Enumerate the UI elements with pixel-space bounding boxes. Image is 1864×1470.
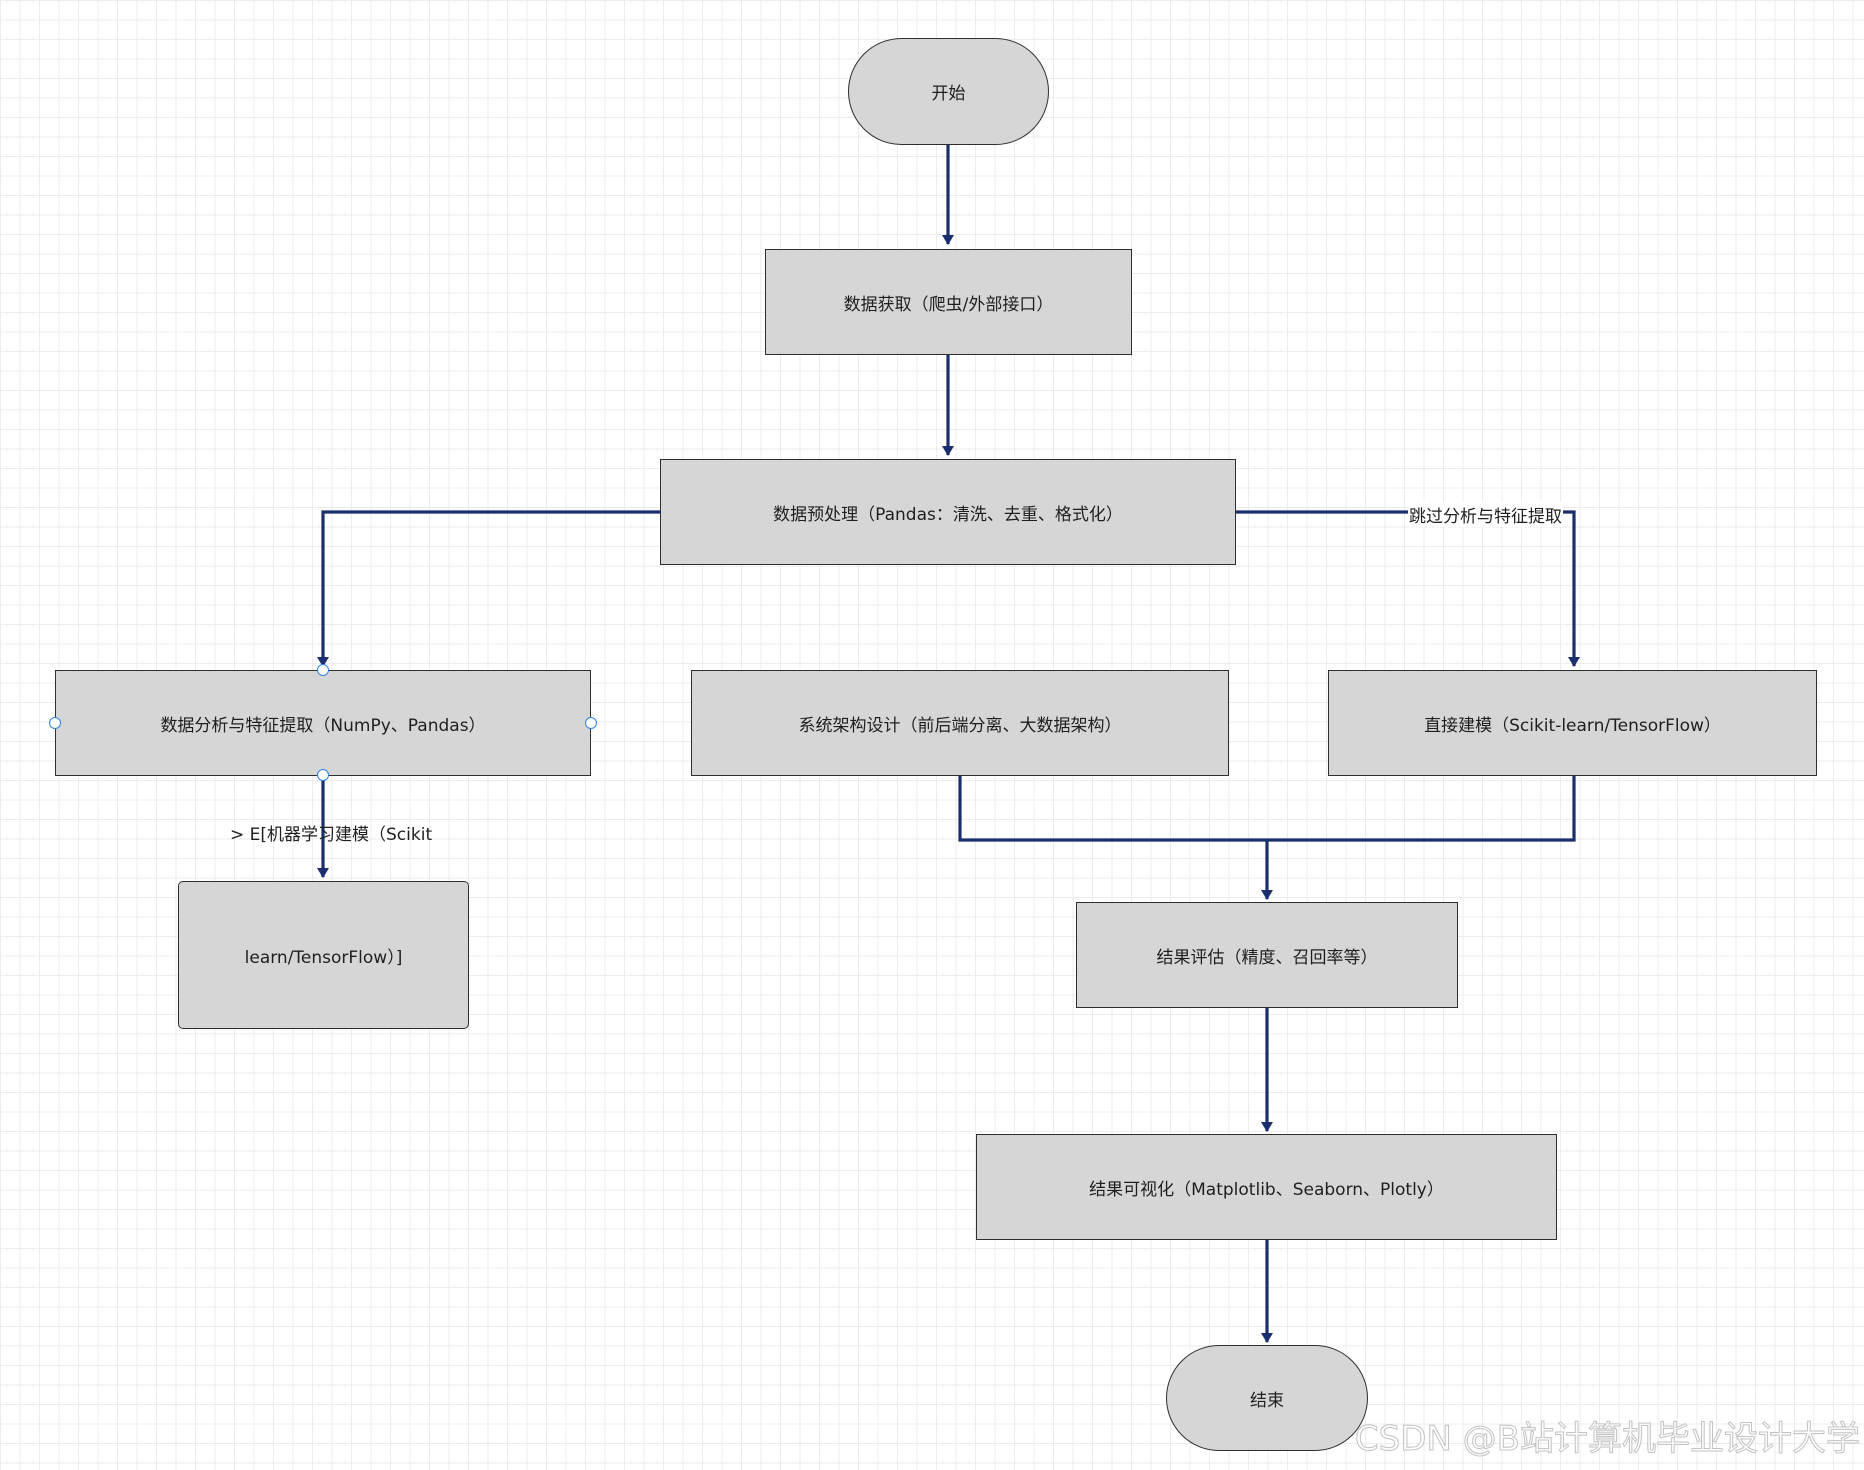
node-data-preprocessing[interactable]: 数据预处理（Pandas：清洗、去重、格式化） xyxy=(660,459,1236,565)
watermark: CSDN @B站计算机毕业设计大学 xyxy=(1354,1419,1860,1460)
connection-handle-top[interactable] xyxy=(317,664,329,676)
connection-handle-right[interactable] xyxy=(585,717,597,729)
edge-label-skip-analysis: 跳过分析与特征提取 xyxy=(1408,502,1563,527)
node-start[interactable]: 开始 xyxy=(848,38,1049,145)
node-ml-modeling[interactable]: learn/TensorFlow）] xyxy=(178,881,469,1029)
edge-preprocess-to-direct-model[interactable] xyxy=(1236,510,1580,667)
edge-preprocess-to-analysis[interactable] xyxy=(317,510,660,667)
node-direct-modeling[interactable]: 直接建模（Scikit-learn/TensorFlow） xyxy=(1328,670,1817,776)
connection-handle-left[interactable] xyxy=(49,717,61,729)
node-result-evaluation[interactable]: 结果评估（精度、召回率等） xyxy=(1076,902,1458,1008)
node-analysis-feature-extraction[interactable]: 数据分析与特征提取（NumPy、Pandas） xyxy=(55,670,591,776)
node-end[interactable]: 结束 xyxy=(1166,1345,1368,1451)
node-system-architecture[interactable]: 系统架构设计（前后端分离、大数据架构） xyxy=(691,670,1229,776)
node-data-acquisition[interactable]: 数据获取（爬虫/外部接口） xyxy=(765,249,1132,355)
node-result-visualization[interactable]: 结果可视化（Matplotlib、Seaborn、Plotly） xyxy=(976,1134,1557,1240)
edge-label-ml-modeling: > E[机器学习建模（Scikit xyxy=(230,825,433,845)
edge-architecture-to-merge[interactable] xyxy=(958,776,1267,842)
connection-handle-bottom[interactable] xyxy=(317,769,329,781)
edge-direct-model-to-merge[interactable] xyxy=(1267,776,1576,842)
